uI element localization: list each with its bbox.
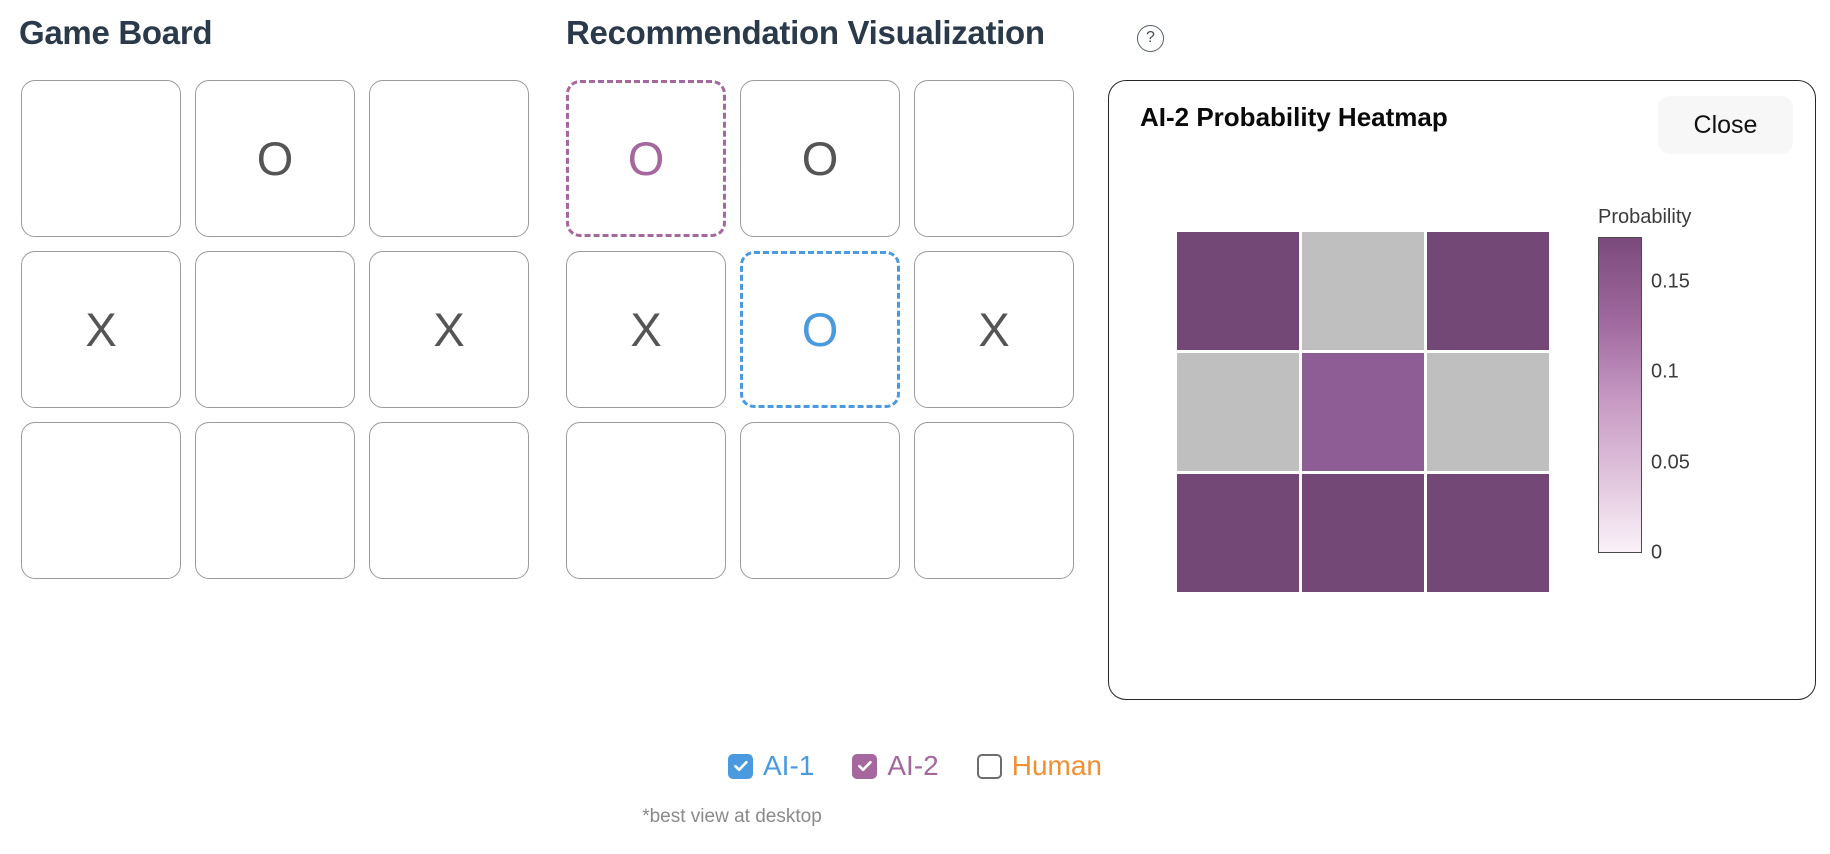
- legend: AI-1 AI-2 Human: [0, 752, 1830, 780]
- colorbar-label: Probability: [1598, 206, 1692, 228]
- recommendation-cell-r0-c1[interactable]: O: [740, 80, 900, 237]
- game-board-cell-r2-c1[interactable]: [195, 422, 355, 579]
- heatmap-cell-r1-c2[interactable]: [1427, 353, 1549, 471]
- game-board-cell-r0-c2[interactable]: [369, 80, 529, 237]
- heatmap-cell-r1-c0[interactable]: [1177, 353, 1299, 471]
- legend-item-ai-2[interactable]: AI-2: [852, 750, 939, 781]
- checkbox-ai-2-checked-icon[interactable]: [852, 753, 878, 779]
- colorbar-gradient: [1598, 237, 1642, 553]
- footer-note: *best view at desktop: [642, 806, 822, 827]
- legend-label-ai-2: AI-2: [887, 750, 939, 781]
- legend-item-human[interactable]: Human: [976, 750, 1102, 781]
- recommendation-cell-r1-c2[interactable]: X: [914, 251, 1074, 408]
- recommendation-cell-r2-c1[interactable]: [740, 422, 900, 579]
- colorbar-tick-0.15: 0.15: [1651, 270, 1690, 293]
- heatmap-grid: [1177, 232, 1549, 592]
- page-title-recommendation: Recommendation Visualization: [566, 14, 1045, 51]
- recommendation-cell-r1-c1[interactable]: O: [740, 251, 900, 408]
- heatmap-cell-r2-c2[interactable]: [1427, 474, 1549, 592]
- recommendation-cell-r0-c0[interactable]: O: [566, 80, 726, 237]
- heatmap-cell-r2-c0[interactable]: [1177, 474, 1299, 592]
- game-board-cell-r1-c2[interactable]: X: [369, 251, 529, 408]
- close-button[interactable]: Close: [1658, 96, 1793, 154]
- legend-item-ai-1[interactable]: AI-1: [728, 752, 814, 780]
- game-board-cell-r1-c0[interactable]: X: [21, 251, 181, 408]
- game-board-cell-r1-c1[interactable]: [195, 251, 355, 408]
- game-board-cell-r2-c0[interactable]: [21, 422, 181, 579]
- recommendation-cell-r1-c0[interactable]: X: [566, 251, 726, 408]
- heatmap-cell-r1-c1[interactable]: [1302, 353, 1424, 471]
- colorbar-tick-0: 0: [1651, 541, 1663, 564]
- game-board-cell-r0-c1[interactable]: O: [195, 80, 355, 237]
- page-title-game-board: Game Board: [19, 14, 213, 51]
- colorbar-body: 0.15 0.1 0.05 0: [1596, 237, 1776, 564]
- heatmap-cell-r0-c1[interactable]: [1302, 232, 1424, 350]
- game-board-cell-r0-c0[interactable]: [21, 80, 181, 237]
- help-icon[interactable]: ?: [1137, 25, 1164, 52]
- recommendation-cell-r0-c2[interactable]: [914, 80, 1074, 237]
- heatmap-cell-r0-c2[interactable]: [1427, 232, 1549, 350]
- legend-label-human: Human: [1011, 750, 1102, 781]
- recommendation-cell-r2-c2[interactable]: [914, 422, 1074, 579]
- heatmap-cell-r0-c0[interactable]: [1177, 232, 1299, 350]
- colorbar: Probability 0.15 0.1 0.05 0: [1596, 206, 1776, 564]
- recommendation-cell-r2-c0[interactable]: [566, 422, 726, 579]
- colorbar-tick-0.05: 0.05: [1651, 451, 1690, 474]
- legend-label-ai-1: AI-1: [763, 750, 815, 781]
- colorbar-tick-0.1: 0.1: [1651, 360, 1679, 383]
- game-board-cell-r2-c2[interactable]: [369, 422, 529, 579]
- checkbox-human-unchecked-icon[interactable]: [976, 753, 1002, 779]
- heatmap-panel: AI-2 Probability Heatmap Close row 1, co…: [1108, 80, 1816, 700]
- checkbox-ai-1-checked-icon[interactable]: [728, 753, 753, 779]
- heatmap-cell-r2-c1[interactable]: [1302, 474, 1424, 592]
- heatmap-title: AI-2 Probability Heatmap: [1140, 102, 1448, 132]
